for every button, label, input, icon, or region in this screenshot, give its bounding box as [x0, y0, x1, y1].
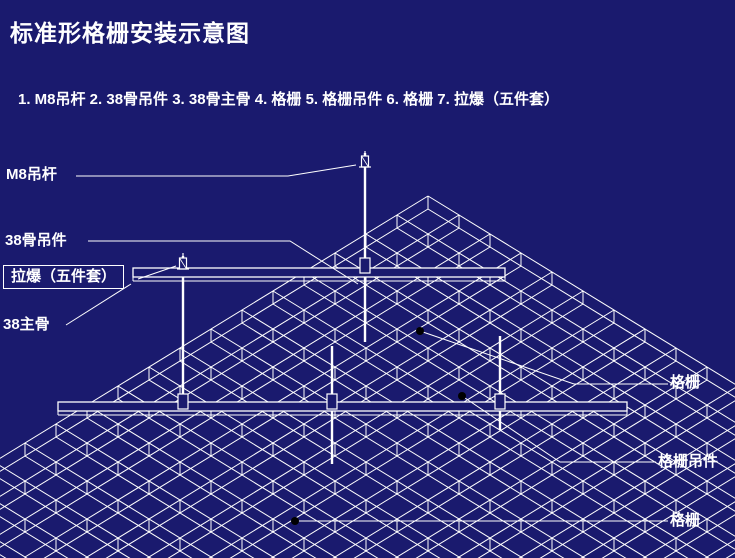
label-38-hanger: 38骨吊件 — [5, 232, 67, 249]
main-runner-38 — [57, 401, 628, 412]
hanger-clip — [177, 393, 189, 410]
legend-line: 1. M8吊杆 2. 38骨吊件 3. 38骨主骨 4. 格栅 5. 格栅吊件 … — [18, 91, 559, 108]
hanging-hardware — [57, 151, 628, 464]
grille-lattice — [0, 195, 735, 558]
label-expansion-anchor: 拉爆（五件套） — [3, 265, 125, 289]
leader-dot — [291, 517, 299, 525]
leader-dot — [458, 392, 466, 400]
label-grille-hanger: 格栅吊件 — [658, 453, 719, 470]
label-grille-right: 格栅 — [670, 374, 701, 391]
label-grille-bottom: 格栅 — [670, 512, 701, 529]
label-38-main-runner: 38主骨 — [3, 316, 50, 333]
page-title: 标准形格栅安装示意图 — [10, 20, 250, 46]
hanger-clip — [326, 393, 338, 410]
hanger-clip — [494, 393, 506, 410]
leader-dot — [416, 327, 424, 335]
label-m8-rod: M8吊杆 — [6, 166, 57, 183]
leader-lines — [65, 164, 668, 522]
hanger-clip — [359, 257, 371, 274]
